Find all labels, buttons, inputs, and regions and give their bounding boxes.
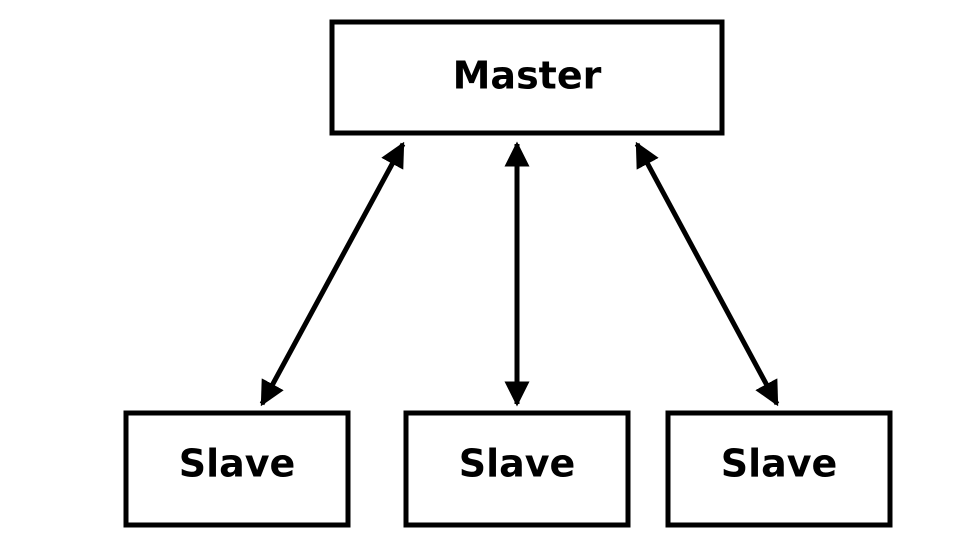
slave-label: Slave — [721, 442, 838, 486]
slave-box — [123, 410, 351, 528]
master-node: Master — [329, 19, 725, 136]
slave-node-2: Slave — [403, 410, 631, 528]
slave-label: Slave — [179, 442, 296, 486]
master-label: Master — [453, 54, 602, 98]
arrow-master-slave-3 — [634, 141, 780, 407]
master-box — [329, 19, 725, 136]
slave-box — [665, 410, 893, 528]
slave-label: Slave — [459, 442, 576, 486]
arrow-master-slave-1 — [259, 141, 406, 407]
slave-box — [403, 410, 631, 528]
slave-node-3: Slave — [665, 410, 893, 528]
slave-node-1: Slave — [123, 410, 351, 528]
